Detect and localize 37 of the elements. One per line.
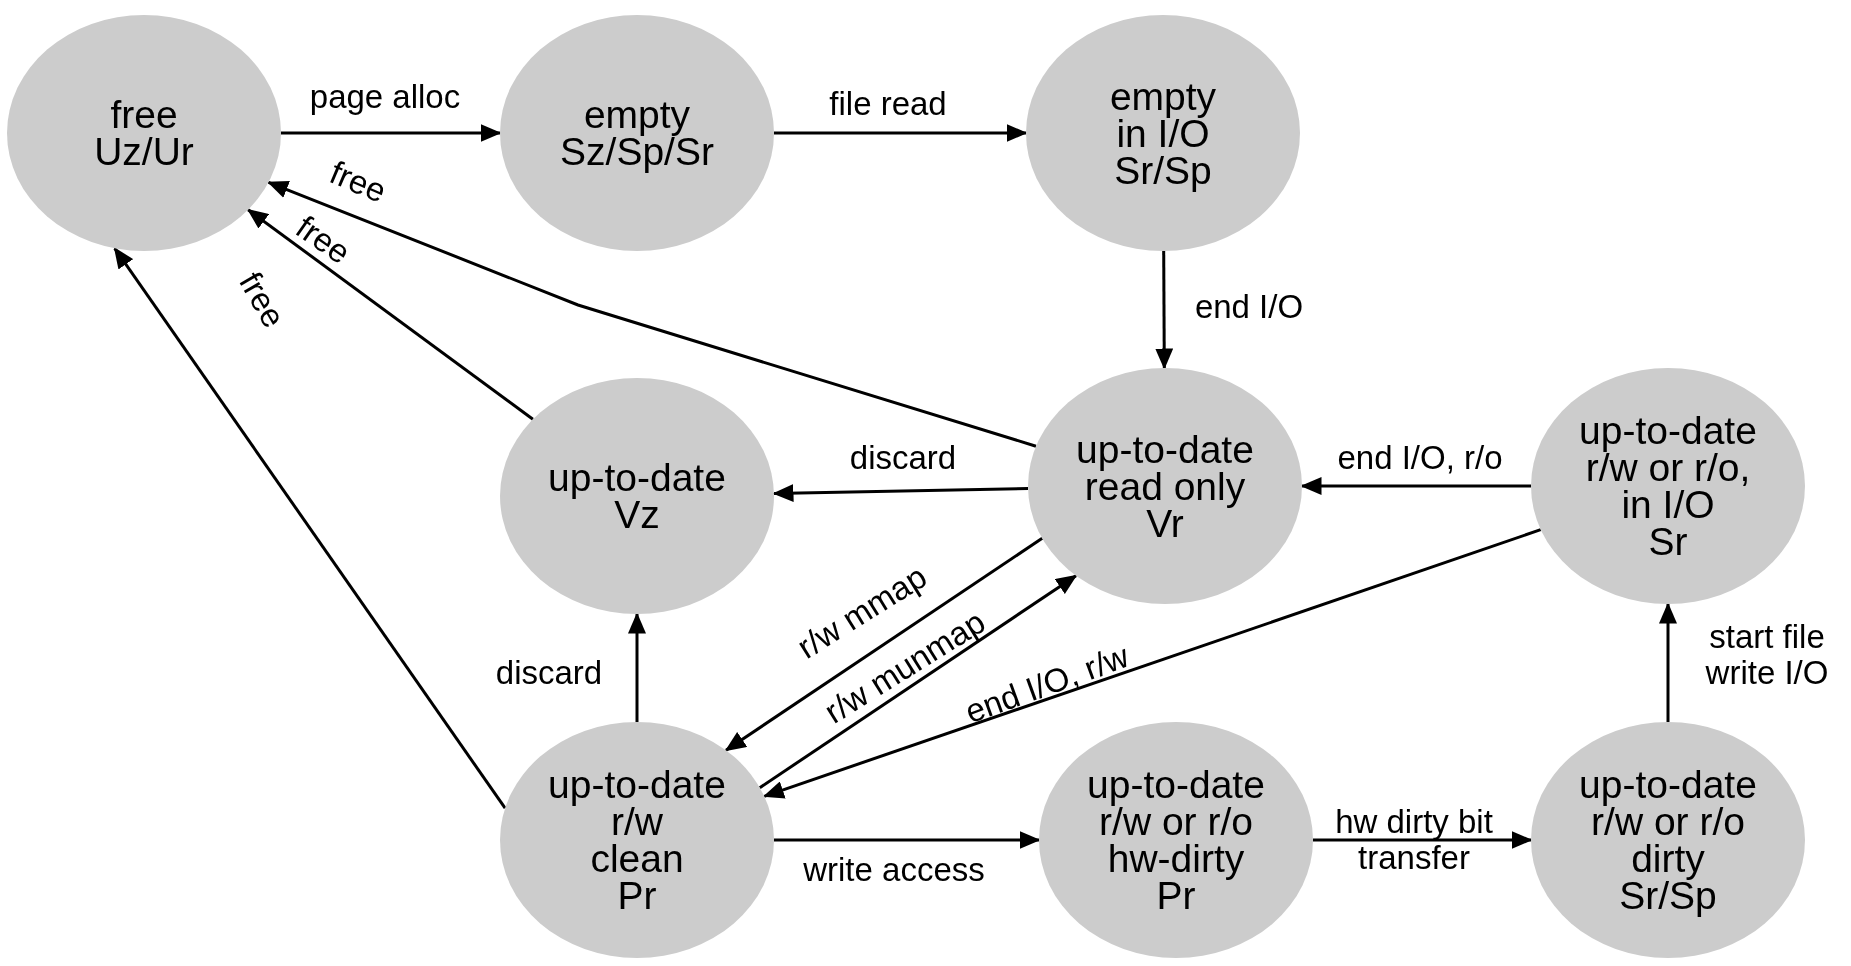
state-text: Sr bbox=[1648, 523, 1688, 560]
arrow bbox=[113, 247, 507, 810]
arrow bbox=[774, 124, 1028, 142]
arrow bbox=[628, 612, 646, 722]
edge-label: free bbox=[324, 154, 392, 210]
state-text: in I/O bbox=[1621, 486, 1715, 523]
arrow bbox=[772, 484, 1029, 503]
edge-label: start file write I/O bbox=[1704, 619, 1830, 691]
edge-label: page alloc bbox=[309, 79, 461, 115]
arrow bbox=[281, 124, 502, 142]
state-text: Uz/Ur bbox=[94, 133, 194, 170]
state-text: Vr bbox=[1146, 504, 1184, 542]
edge-label: write access bbox=[803, 852, 985, 888]
edge-label: hw dirty bit transfer bbox=[1334, 804, 1494, 876]
edge-label: free bbox=[289, 208, 357, 272]
arrow bbox=[267, 180, 1037, 448]
edge-label: discard bbox=[495, 655, 603, 691]
arrow bbox=[724, 537, 1044, 752]
state-text: r/w bbox=[611, 803, 663, 840]
arrow bbox=[246, 208, 534, 421]
arrow bbox=[1313, 831, 1533, 849]
arrow bbox=[774, 831, 1041, 849]
state-text: Pr bbox=[1156, 877, 1196, 914]
edge-label: end I/O bbox=[1194, 289, 1304, 325]
edge-label: file read bbox=[829, 86, 947, 122]
edge-label: free bbox=[232, 266, 292, 334]
state-text: Vz bbox=[614, 496, 660, 533]
arrow bbox=[1300, 477, 1531, 495]
arrow bbox=[758, 574, 1078, 789]
state-text: free bbox=[110, 96, 178, 133]
edge-label: discard bbox=[849, 440, 957, 476]
arrow bbox=[762, 528, 1542, 799]
arrow bbox=[1155, 251, 1174, 370]
edge-label: end I/O, r/o bbox=[1337, 440, 1503, 476]
state-text: Pr bbox=[617, 877, 657, 914]
arrow bbox=[1659, 602, 1677, 722]
state-text: clean bbox=[590, 840, 684, 877]
